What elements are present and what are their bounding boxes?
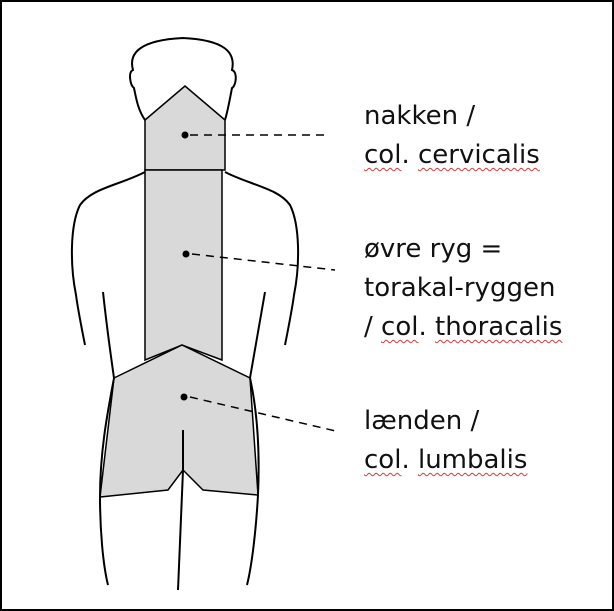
upper-back-label-line2: torakal-ryggen [364,269,562,308]
lower-back-label: lænden / col. lumbalis [364,402,527,480]
upper-back-region [145,170,222,360]
neck-label: nakken / col. cervicalis [364,97,540,175]
upper-back-label: øvre ryg = torakal-ryggen / col. thoraca… [364,230,562,347]
neck-label-line2: col. cervicalis [364,136,540,175]
upper-back-label-slash: / [364,312,381,342]
neck-label-col: col [364,140,401,170]
left-shoulder-outline [72,172,145,345]
lower-back-region [100,345,258,497]
neck-marker-dot [182,132,189,139]
upper-back-label-latin: thoracalis [435,312,562,342]
lower-back-label-line2: col. lumbalis [364,441,527,480]
neck-label-latin: cervicalis [418,140,540,170]
lower-back-label-latin: lumbalis [418,445,527,475]
upper-back-label-line3: / col. thoracalis [364,308,562,347]
lower-back-label-line1: lænden / [364,402,527,441]
neck-region [145,86,225,170]
neck-label-line1: nakken / [364,97,540,136]
lower-back-marker-dot [181,394,188,401]
upper-back-label-col: col [381,312,418,342]
left-torso-line [103,292,114,378]
lower-back-label-col: col [364,445,401,475]
right-torso-line [250,292,265,378]
upper-back-marker-dot [183,251,190,258]
neck-label-dot: . [401,140,418,170]
lower-back-label-dot: . [401,445,418,475]
upper-back-label-dot: . [418,312,435,342]
upper-back-label-line1: øvre ryg = [364,230,562,269]
